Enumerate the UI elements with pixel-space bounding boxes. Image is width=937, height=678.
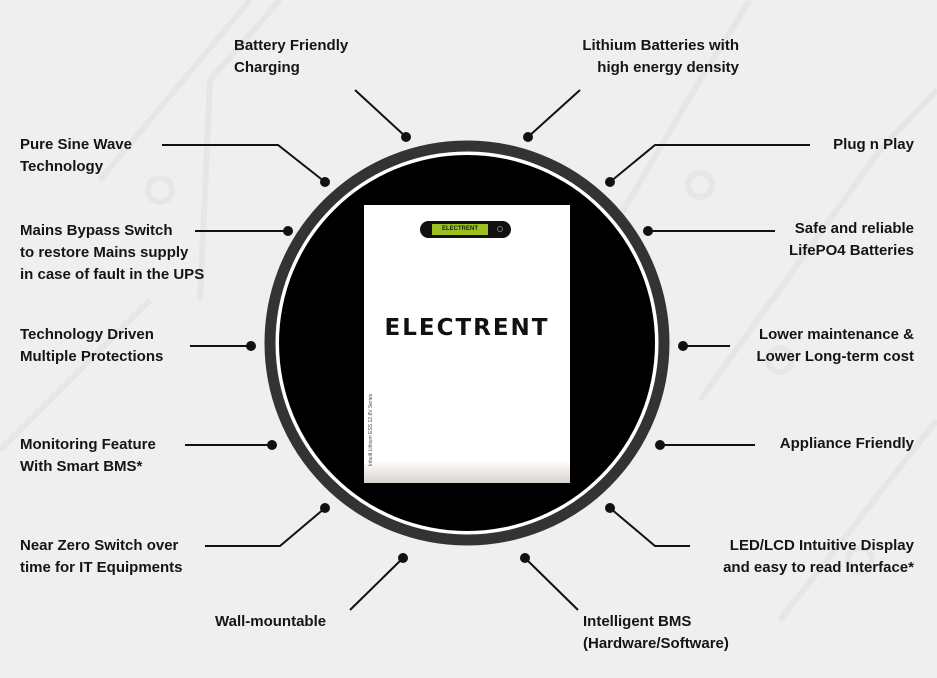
brand-logo: ELECTRENT bbox=[384, 315, 550, 341]
feature-appliance: Appliance Friendly bbox=[779, 435, 914, 452]
connector-dots bbox=[246, 132, 688, 563]
feature-intelligent-bms: Intelligent BMS(Hardware/Software) bbox=[583, 613, 729, 652]
lcd-screen: ELECTRENT bbox=[432, 224, 488, 235]
lcd-display: ELECTRENT bbox=[420, 221, 511, 238]
battery-product-image: ELECTRENT ELECTRENT Inbuilt Lithium ESS … bbox=[364, 205, 570, 483]
feature-plug-play: Plug n Play bbox=[833, 136, 914, 153]
circuit-background bbox=[0, 0, 937, 620]
power-button-icon bbox=[497, 226, 503, 232]
series-text: Inbuilt Lithium ESS 12.8V Series bbox=[368, 393, 374, 467]
feature-lower-maintenance: Lower maintenance &Lower Long-term cost bbox=[756, 326, 914, 365]
feature-wall-mountable: Wall-mountable bbox=[215, 613, 327, 630]
connector-lines bbox=[162, 89, 810, 611]
